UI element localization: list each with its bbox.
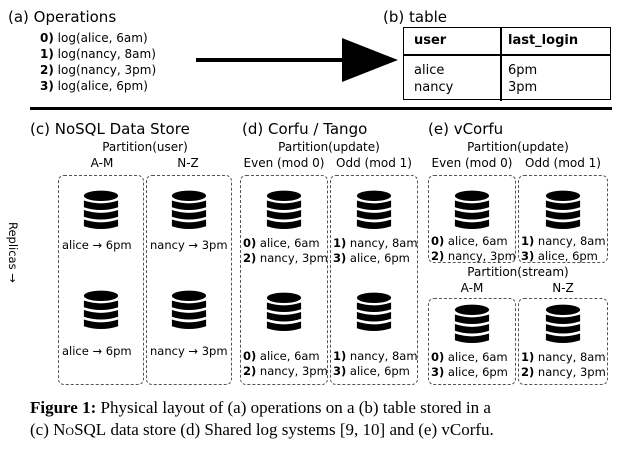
table-cell: 6pm xyxy=(508,63,538,78)
partition-col-label: A-M xyxy=(460,281,484,295)
partition-box xyxy=(428,175,516,263)
partition-box xyxy=(240,175,328,385)
partition-label: Partition(stream) xyxy=(467,265,569,279)
table-header: user xyxy=(414,33,447,48)
partition-box xyxy=(518,298,608,385)
table-header: last_login xyxy=(508,33,579,48)
log-entry-list: 1) nancy, 8am 3) alice, 6pm xyxy=(333,236,418,266)
log-entry: 2) nancy, 3pm xyxy=(243,251,328,265)
partition-col-label: Odd (mod 1) xyxy=(336,156,412,170)
log-entry: 3) alice, 6pm xyxy=(521,249,598,263)
figure-label: Figure 1: xyxy=(30,398,97,417)
partition-box xyxy=(58,175,144,385)
table-cell: 3pm xyxy=(508,80,538,95)
database-icon xyxy=(453,304,491,346)
partition-col-label: N-Z xyxy=(177,156,199,170)
partition-col-label: Even (mod 0) xyxy=(431,156,513,170)
operations-list: 0) log(alice, 6am) 1) log(nancy, 8am) 2)… xyxy=(40,30,156,94)
users-table: user last_login alice 6pm nancy 3pm xyxy=(403,27,611,101)
log-entry: 1) nancy, 8am xyxy=(333,236,418,250)
partition-label: Partition(update) xyxy=(467,140,569,154)
log-entry: 0) alice, 6am xyxy=(431,234,508,248)
log-entry: 3) alice, 6pm xyxy=(431,365,508,379)
figure-caption: Figure 1: Physical layout of (a) operati… xyxy=(30,397,494,441)
log-entry: 2) nancy, 3pm xyxy=(431,249,516,263)
operation-item: 2) log(nancy, 3pm) xyxy=(40,63,157,77)
replicas-label: Replicas → xyxy=(6,222,20,283)
partition-col-label: N-Z xyxy=(552,281,574,295)
database-icon xyxy=(82,190,120,232)
operation-item: 0) log(alice, 6am) xyxy=(40,31,148,45)
log-entry: 0) alice, 6am xyxy=(243,349,320,363)
log-entry: 3) alice, 6pm xyxy=(333,251,410,265)
log-entry-list: 1) nancy, 8am 2) nancy, 3pm xyxy=(521,350,606,380)
section-a-title: (a) Operations xyxy=(8,8,117,26)
table-cell: alice xyxy=(414,63,445,78)
arrow-right-icon xyxy=(196,38,398,82)
log-entry: 2) nancy, 3pm xyxy=(243,364,328,378)
section-e-title: (e) vCorfu xyxy=(428,120,504,138)
divider xyxy=(30,107,612,110)
partition-col-label: Odd (mod 1) xyxy=(525,156,601,170)
partition-col-label: A-M xyxy=(90,156,114,170)
log-entry: 1) nancy, 8am xyxy=(521,234,606,248)
section-d-title: (d) Corfu / Tango xyxy=(242,120,368,138)
log-entry: 1) nancy, 8am xyxy=(333,349,418,363)
table-cell: nancy xyxy=(414,80,454,95)
database-icon xyxy=(265,292,303,334)
partition-label: Partition(update) xyxy=(278,140,380,154)
database-icon xyxy=(82,290,120,332)
partition-box xyxy=(146,175,232,385)
caption-text: data store (d) Shared log systems [9, 10… xyxy=(106,420,494,439)
partition-col-label: Even (mod 0) xyxy=(243,156,325,170)
log-entry-list: 0) alice, 6am 3) alice, 6pm xyxy=(431,350,508,380)
replica-entry: nancy → 3pm xyxy=(150,238,228,252)
database-icon xyxy=(355,292,393,334)
database-icon xyxy=(265,190,303,232)
database-icon xyxy=(170,290,208,332)
section-b-title: (b) table xyxy=(383,8,447,26)
section-c-title: (c) NoSQL Data Store xyxy=(30,120,190,138)
caption-text: Physical layout of (a) operations on a (… xyxy=(96,398,491,417)
partition-box xyxy=(428,298,516,385)
database-icon xyxy=(453,190,491,232)
replica-entry: alice → 6pm xyxy=(62,238,132,252)
log-entry: 2) nancy, 3pm xyxy=(521,365,606,379)
operation-item: 1) log(nancy, 8am) xyxy=(40,47,156,61)
log-entry-list: 1) nancy, 8am 3) alice, 6pm xyxy=(521,234,606,264)
log-entry-list: 0) alice, 6am 2) nancy, 3pm xyxy=(243,236,328,266)
database-icon xyxy=(544,190,582,232)
log-entry-list: 1) nancy, 8am 3) alice, 6pm xyxy=(333,349,418,379)
log-entry: 0) alice, 6am xyxy=(431,350,508,364)
log-entry: 3) alice, 6pm xyxy=(333,364,410,378)
log-entry-list: 0) alice, 6am 2) nancy, 3pm xyxy=(431,234,516,264)
database-icon xyxy=(170,190,208,232)
log-entry: 0) alice, 6am xyxy=(243,236,320,250)
database-icon xyxy=(544,304,582,346)
caption-text: NoSQL xyxy=(53,420,107,439)
partition-box xyxy=(518,175,608,263)
operation-item: 3) log(alice, 6pm) xyxy=(40,79,148,93)
replica-entry: alice → 6pm xyxy=(62,344,132,358)
replica-entry: nancy → 3pm xyxy=(150,344,228,358)
database-icon xyxy=(355,190,393,232)
partition-label: Partition(user) xyxy=(102,140,188,154)
log-entry-list: 0) alice, 6am 2) nancy, 3pm xyxy=(243,349,328,379)
caption-text: (c) xyxy=(30,420,54,439)
partition-box xyxy=(330,175,418,385)
log-entry: 1) nancy, 8am xyxy=(521,350,606,364)
